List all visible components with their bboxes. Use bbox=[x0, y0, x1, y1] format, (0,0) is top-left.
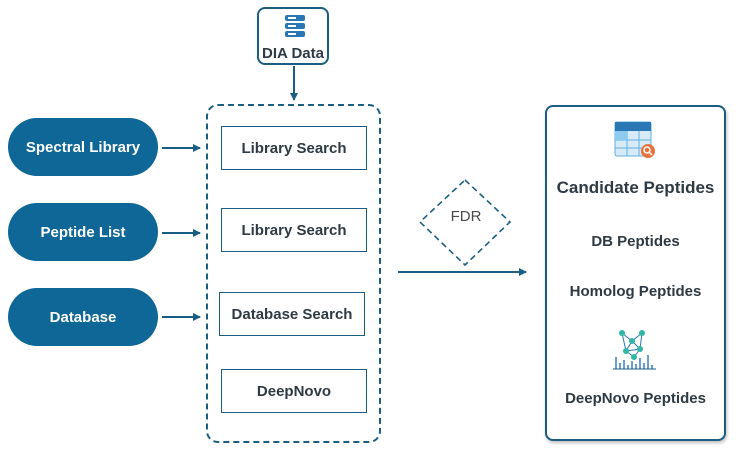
database-stack-icon bbox=[285, 15, 305, 37]
source-label: Spectral Library bbox=[25, 138, 141, 156]
search-label: Library Search bbox=[241, 139, 347, 157]
search-label: Database Search bbox=[231, 305, 353, 323]
library-search-box-1: Library Search bbox=[221, 126, 367, 170]
database-search-box: Database Search bbox=[219, 292, 365, 336]
table-search-icon bbox=[614, 121, 655, 158]
library-search-box-2: Library Search bbox=[221, 208, 367, 252]
source-peptide-list: Peptide List bbox=[8, 203, 158, 261]
search-label: DeepNovo bbox=[256, 382, 332, 400]
db-peptides-label: DB Peptides bbox=[591, 233, 680, 250]
candidate-peptides-title: Candidate Peptides bbox=[556, 178, 715, 197]
homolog-peptides-label: Homolog Peptides bbox=[569, 283, 702, 300]
dia-data-label: DIA Data bbox=[262, 45, 324, 62]
source-spectral-library: Spectral Library bbox=[8, 118, 158, 176]
fdr-label: FDR bbox=[450, 208, 482, 225]
dia-data-box: DIA Data bbox=[257, 7, 329, 65]
deepnovo-peptides-label: DeepNovo Peptides bbox=[565, 390, 706, 407]
neural-network-spectrum-icon bbox=[613, 330, 656, 370]
fdr-diamond bbox=[418, 178, 512, 267]
source-label: Database bbox=[49, 308, 117, 326]
deepnovo-box: DeepNovo bbox=[221, 369, 367, 413]
source-label: Peptide List bbox=[40, 223, 126, 241]
search-methods-group bbox=[206, 104, 381, 443]
source-database: Database bbox=[8, 288, 158, 346]
output-panel bbox=[545, 105, 726, 441]
search-label: Library Search bbox=[241, 221, 347, 239]
